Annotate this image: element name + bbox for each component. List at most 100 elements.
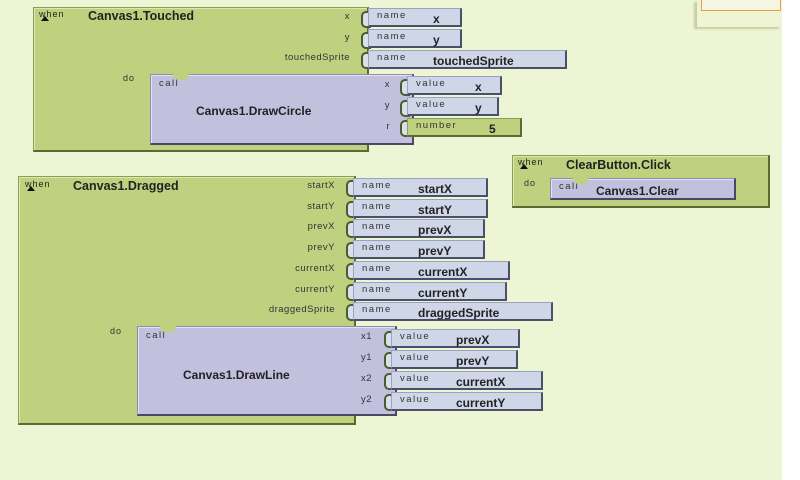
call-keyword: call bbox=[559, 181, 580, 192]
do-label: do bbox=[123, 73, 136, 83]
socket-connector-icon bbox=[384, 352, 394, 369]
param-name-block-x[interactable]: name x bbox=[368, 8, 462, 27]
param-label-x: x bbox=[344, 11, 350, 22]
number-keyword: number bbox=[416, 120, 458, 131]
arg-value: currentY bbox=[456, 396, 506, 410]
socket-connector-icon bbox=[400, 120, 410, 137]
arg-value: y bbox=[475, 101, 482, 115]
arg-label-x: x bbox=[384, 79, 390, 90]
arg-label-y1: y1 bbox=[360, 352, 372, 363]
name-keyword: name bbox=[377, 31, 407, 42]
param-label-currenty: currentY bbox=[295, 284, 335, 295]
name-keyword: name bbox=[362, 284, 392, 295]
name-keyword: name bbox=[377, 52, 407, 63]
arg-label-r: r bbox=[386, 121, 390, 132]
name-keyword: name bbox=[362, 242, 392, 253]
collapse-arrow-icon[interactable] bbox=[520, 164, 528, 169]
param-name-block-draggedsprite[interactable]: name draggedSprite bbox=[353, 302, 553, 321]
name-keyword: name bbox=[362, 180, 392, 191]
value-keyword: value bbox=[400, 394, 431, 405]
when-label: when bbox=[518, 157, 544, 167]
param-label-currentx: currentX bbox=[295, 263, 335, 274]
arg-value: prevY bbox=[456, 354, 490, 368]
arg-getter-x[interactable]: value x bbox=[407, 76, 502, 95]
param-name-block-touchedsprite[interactable]: name touchedSprite bbox=[368, 50, 567, 69]
collapse-arrow-icon[interactable] bbox=[41, 16, 49, 21]
socket-connector-icon bbox=[346, 221, 356, 238]
event-title: ClearButton.Click bbox=[566, 158, 671, 172]
arg-getter-y1[interactable]: value prevY bbox=[391, 350, 518, 369]
param-name: y bbox=[433, 33, 440, 47]
param-name: startY bbox=[418, 203, 453, 217]
arg-label-x1: x1 bbox=[360, 331, 372, 342]
param-label-prevx: prevX bbox=[307, 221, 335, 232]
param-label-y: y bbox=[344, 32, 350, 43]
arg-label-y2: y2 bbox=[360, 394, 372, 405]
value-keyword: value bbox=[400, 352, 431, 363]
arg-value: prevX bbox=[456, 333, 490, 347]
arg-getter-x1[interactable]: value prevX bbox=[391, 329, 520, 348]
call-block-drawcircle[interactable]: call Canvas1.DrawCircle bbox=[150, 74, 414, 145]
param-label-startx: startX bbox=[307, 180, 335, 191]
socket-connector-icon bbox=[346, 284, 356, 301]
socket-connector-icon bbox=[346, 180, 356, 197]
socket-connector-icon bbox=[400, 79, 410, 96]
trash-drop-zone[interactable] bbox=[701, 0, 781, 11]
event-title: Canvas1.Touched bbox=[88, 9, 195, 23]
name-keyword: name bbox=[377, 10, 407, 21]
param-label-touchedsprite: touchedSprite bbox=[284, 52, 350, 63]
param-name: touchedSprite bbox=[433, 54, 514, 68]
param-name-block-prevy[interactable]: name prevY bbox=[353, 240, 485, 259]
name-keyword: name bbox=[362, 263, 392, 274]
socket-connector-icon bbox=[346, 201, 356, 218]
param-name-block-prevx[interactable]: name prevX bbox=[353, 219, 485, 238]
socket-connector-icon bbox=[361, 11, 371, 28]
arg-label-y: y bbox=[384, 100, 390, 111]
arg-number-r[interactable]: number 5 bbox=[407, 118, 522, 137]
method-title: Canvas1.DrawCircle bbox=[196, 104, 312, 118]
socket-connector-icon bbox=[346, 263, 356, 280]
method-title: Canvas1.DrawLine bbox=[183, 368, 290, 382]
call-keyword: call bbox=[159, 78, 180, 89]
socket-connector-icon bbox=[384, 373, 394, 390]
param-name: currentX bbox=[418, 265, 468, 279]
socket-connector-icon bbox=[400, 100, 410, 117]
value-keyword: value bbox=[416, 99, 447, 110]
when-label: when bbox=[25, 179, 51, 189]
arg-label-x2: x2 bbox=[360, 373, 372, 384]
param-name-block-currenty[interactable]: name currentY bbox=[353, 282, 507, 301]
param-name: currentY bbox=[418, 286, 468, 300]
param-name: startX bbox=[418, 182, 453, 196]
socket-connector-icon bbox=[384, 394, 394, 411]
do-label: do bbox=[110, 326, 123, 336]
arg-getter-y[interactable]: value y bbox=[407, 97, 499, 116]
block-notch bbox=[173, 74, 189, 80]
socket-connector-icon bbox=[384, 331, 394, 348]
arg-getter-y2[interactable]: value currentY bbox=[391, 392, 543, 411]
param-name-block-starty[interactable]: name startY bbox=[353, 199, 488, 218]
name-keyword: name bbox=[362, 201, 392, 212]
socket-connector-icon bbox=[361, 52, 371, 69]
arg-value: 5 bbox=[489, 122, 496, 136]
value-keyword: value bbox=[416, 78, 447, 89]
param-label-prevy: prevY bbox=[307, 242, 335, 253]
arg-value: currentX bbox=[456, 375, 506, 389]
param-name: prevX bbox=[418, 223, 452, 237]
when-label: when bbox=[39, 9, 65, 19]
call-block-clear[interactable]: call Canvas1.Clear bbox=[550, 178, 736, 200]
collapse-arrow-icon[interactable] bbox=[27, 186, 35, 191]
param-label-starty: startY bbox=[307, 201, 335, 212]
param-name-block-y[interactable]: name y bbox=[368, 29, 462, 48]
param-name: x bbox=[433, 12, 440, 26]
block-notch bbox=[573, 178, 589, 184]
name-keyword: name bbox=[362, 221, 392, 232]
socket-connector-icon bbox=[346, 242, 356, 259]
name-keyword: name bbox=[362, 304, 392, 315]
method-title: Canvas1.Clear bbox=[596, 184, 679, 198]
call-keyword: call bbox=[146, 330, 167, 341]
arg-getter-x2[interactable]: value currentX bbox=[391, 371, 543, 390]
param-name-block-startx[interactable]: name startX bbox=[353, 178, 488, 197]
workspace-scrollbar-area[interactable] bbox=[782, 0, 800, 480]
event-title: Canvas1.Dragged bbox=[73, 179, 179, 193]
param-name-block-currentx[interactable]: name currentX bbox=[353, 261, 510, 280]
